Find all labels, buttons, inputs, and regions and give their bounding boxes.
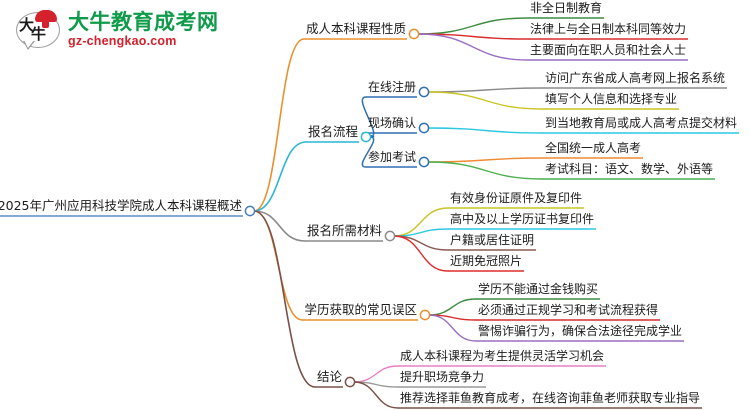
leaf-node-label-1-1[interactable]: 非全日制教育 (530, 1, 603, 15)
logo-bubble-tail-inner-icon (24, 40, 34, 48)
branch-node-label-1[interactable]: 成人本科课程性质 (305, 21, 406, 36)
leaf-node-label-1-3[interactable]: 主要面向在职人员和社会人士 (530, 43, 687, 57)
sub-node-circle-2-3[interactable] (418, 156, 430, 168)
branch-node-circle-3[interactable] (384, 230, 396, 242)
leaf-node-label-3-2[interactable]: 高中及以上学历证书复印件 (450, 212, 595, 226)
leaf-node-label-2-2-1[interactable]: 到当地教育局或成人高考点提交材料 (545, 116, 738, 130)
logo-char-da: 大 (19, 16, 35, 34)
leaf-node-label-4-1[interactable]: 学历不能通过金钱购买 (478, 282, 599, 296)
leaf-node-label-2-1-1[interactable]: 访问广东省成人高考网上报名系统 (545, 71, 726, 85)
leaf-node-label-2-3-2[interactable]: 考试科目：语文、数学、外语等 (545, 162, 714, 176)
leaf-node-label-1-2[interactable]: 法律上与全日制本科同等效力 (530, 22, 687, 36)
root-node-circle[interactable] (244, 205, 256, 217)
leaf-node-label-3-1[interactable]: 有效身份证原件及复印件 (450, 191, 583, 205)
branch-node-label-2[interactable]: 报名流程 (307, 124, 358, 139)
branch-node-label-4[interactable]: 学历获取的常见误区 (304, 302, 417, 317)
leaf-node-label-2-1-2[interactable]: 填写个人信息和选择专业 (545, 92, 678, 106)
logo-red-cap-icon (35, 10, 57, 22)
logo-title: 大牛教育成考网 (68, 9, 219, 34)
logo-subtitle-url: gz-chengkao.com (68, 34, 177, 49)
leaf-node-label-5-2[interactable]: 提升职场竞争力 (400, 370, 485, 384)
branch-node-label-5[interactable]: 结论 (316, 369, 342, 384)
leaf-node-label-4-3[interactable]: 警惕诈骗行为，确保合法途径完成学业 (478, 324, 683, 338)
logo-red-dot-icon (42, 19, 49, 28)
logo-text-block: 大牛教育成考网 gz-chengkao.com (68, 11, 219, 49)
root-node-label[interactable]: 2025年广州应用科技学院成人本科课程概述 (0, 198, 242, 213)
sub-node-label-2-3[interactable]: 参加考试 (367, 150, 416, 164)
leaf-node-label-5-3[interactable]: 推荐选择菲鱼教育成考，在线咨询菲鱼老师获取专业指导 (400, 391, 701, 405)
logo-char-niu: 牛 (31, 25, 47, 43)
leaf-node-label-2-3-1[interactable]: 全国统一成人高考 (545, 141, 642, 155)
sub-node-circle-2-1[interactable] (418, 86, 430, 98)
branch-node-circle-1[interactable] (408, 28, 420, 40)
mindmap-node-circles (244, 28, 431, 388)
leaf-node-label-3-3[interactable]: 户籍或居住证明 (450, 233, 535, 247)
branch-node-circle-2[interactable] (360, 131, 372, 143)
site-logo: 大 牛 大牛教育成考网 gz-chengkao.com (14, 6, 244, 54)
leaf-node-label-4-2[interactable]: 必须通过正规学习和考试流程获得 (478, 303, 659, 317)
sub-node-label-2-1[interactable]: 在线注册 (367, 80, 416, 94)
leaf-node-label-5-1[interactable]: 成人本科课程为考生提供灵活学习机会 (400, 349, 605, 363)
branch-node-circle-5[interactable] (344, 376, 356, 388)
sub-node-circle-2-2[interactable] (418, 122, 430, 134)
sub-node-label-2-2[interactable]: 现场确认 (367, 116, 416, 130)
branch-node-circle-4[interactable] (419, 309, 431, 321)
leaf-node-label-3-4[interactable]: 近期免冠照片 (450, 254, 523, 268)
mindmap-underlines (0, 17, 740, 409)
logo-mark-icon: 大 牛 (14, 8, 60, 52)
branch-node-label-3[interactable]: 报名所需材料 (306, 223, 382, 238)
mindmap-edges (253, 17, 544, 409)
